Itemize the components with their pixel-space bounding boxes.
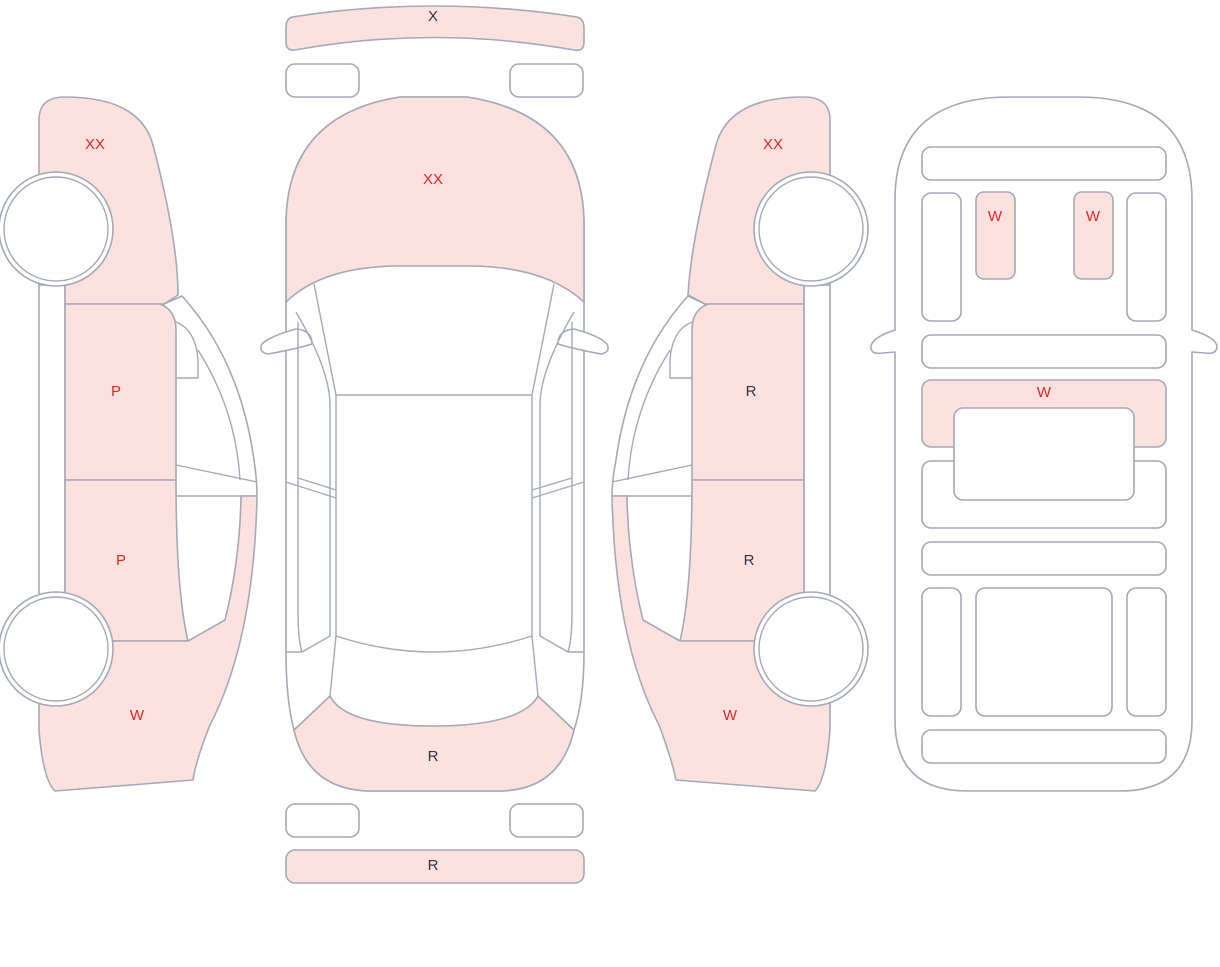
left-side-view: XX P P W: [0, 96, 258, 792]
right-front-wheel[interactable]: [753, 171, 869, 287]
trunk-panel[interactable]: [293, 695, 575, 792]
right-side-glass: [539, 311, 584, 653]
left-window-frame: [163, 295, 258, 497]
left-rocker: [38, 259, 66, 611]
left-front-fender-code: XX: [85, 136, 105, 153]
left-sill-line: [297, 322, 303, 653]
left-taillight[interactable]: [285, 803, 360, 838]
right-rear-quarter-code: W: [723, 707, 738, 724]
front-seat-backs[interactable]: [921, 334, 1167, 369]
rear-bumper-panel[interactable]: [285, 849, 585, 884]
rear-right-trim[interactable]: [1126, 587, 1167, 717]
right-taillight[interactable]: [509, 803, 584, 838]
rear-left-trim[interactable]: [921, 587, 962, 717]
rear-bumper-code: R: [428, 857, 439, 874]
hood-panel[interactable]: [285, 96, 585, 303]
front-right-seat-code: W: [1086, 208, 1101, 225]
front-left-door-trim[interactable]: [921, 192, 962, 322]
left-belt-line: [175, 464, 258, 483]
rear-pillars: [329, 635, 539, 697]
hood-code: XX: [423, 171, 443, 188]
front-left-seat[interactable]: [975, 191, 1016, 280]
center-console[interactable]: [953, 407, 1135, 501]
left-front-door-panel[interactable]: [64, 303, 177, 481]
left-headlight[interactable]: [285, 63, 360, 98]
front-bumper-code: X: [428, 8, 438, 25]
front-left-seat-code: W: [988, 208, 1003, 225]
right-b-pillar: [531, 477, 585, 499]
right-front-door-code: R: [746, 383, 757, 400]
right-window-frame: [611, 295, 706, 497]
top-view: X XX R R: [260, 5, 609, 884]
right-rear-wheel-rim: [758, 596, 864, 702]
right-front-wheel-rim: [758, 176, 864, 282]
front-bumper-panel[interactable]: [285, 5, 585, 52]
left-b-pillar: [285, 477, 337, 499]
left-front-door-code: P: [111, 383, 121, 400]
rear-shelf[interactable]: [921, 729, 1167, 764]
left-side-glass: [286, 311, 331, 653]
interior-view: W W W: [870, 96, 1218, 792]
middle-row-seat-code: W: [1037, 384, 1052, 401]
right-rear-wheel[interactable]: [753, 591, 869, 707]
trunk-code: R: [428, 748, 439, 765]
left-rear-wheel-rim: [3, 596, 109, 702]
right-rear-door-code: R: [744, 552, 755, 569]
right-mirror-side: [669, 321, 693, 379]
right-mirror[interactable]: [557, 328, 609, 355]
left-rear-wheel[interactable]: [0, 591, 114, 707]
left-mirror-side: [175, 321, 199, 379]
right-headlight[interactable]: [509, 63, 584, 98]
left-rear-door-code: P: [116, 552, 126, 569]
left-front-wheel[interactable]: [0, 171, 114, 287]
left-rear-quarter-panel[interactable]: [38, 495, 258, 792]
left-mirror[interactable]: [260, 328, 313, 355]
cargo-floor[interactable]: [975, 587, 1113, 717]
right-front-fender-code: XX: [763, 136, 783, 153]
right-rocker: [803, 259, 831, 611]
roof-panel: [335, 395, 533, 653]
right-front-door-panel[interactable]: [691, 303, 805, 481]
front-right-seat[interactable]: [1073, 191, 1114, 280]
right-rear-quarter-panel[interactable]: [611, 495, 831, 792]
right-side-view: XX R R W: [611, 96, 869, 792]
dashboard[interactable]: [921, 146, 1167, 181]
front-right-door-trim[interactable]: [1126, 192, 1167, 322]
right-belt-line: [611, 464, 693, 483]
right-window-line: [627, 349, 671, 481]
windshield-lines: [313, 283, 555, 396]
left-window-line: [197, 349, 241, 481]
left-front-wheel-rim: [3, 176, 109, 282]
right-sill-line: [567, 322, 573, 653]
left-rear-quarter-code: W: [130, 707, 145, 724]
rear-seat-backs[interactable]: [921, 541, 1167, 576]
